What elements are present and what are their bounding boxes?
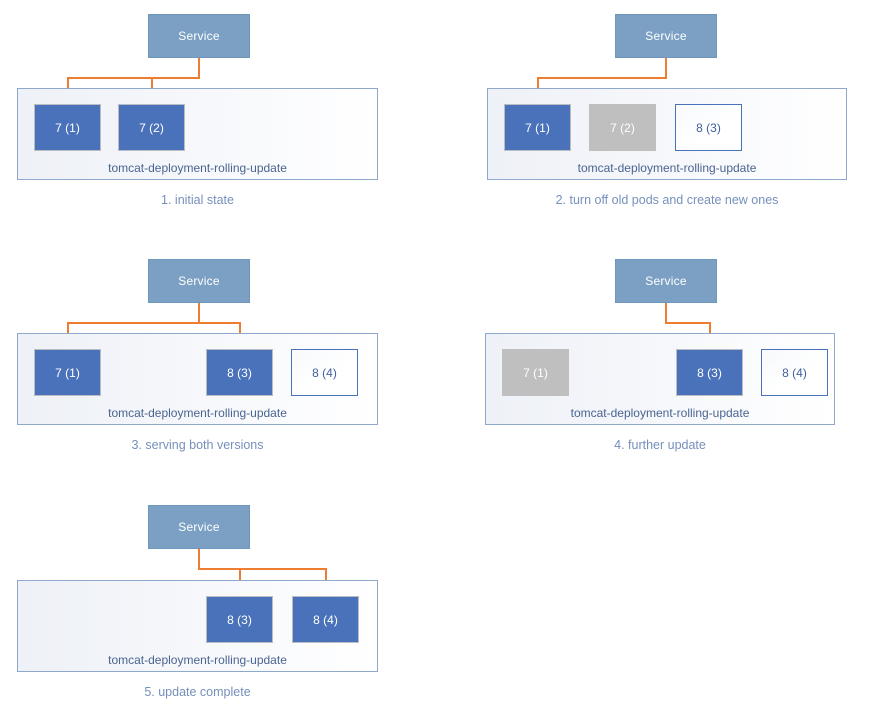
pod-label: 8 (4) [312,365,337,380]
service-node-5[interactable]: Service [148,505,250,549]
panel-caption-1: 1. initial state [161,193,234,207]
pod-label: 8 (4) [782,365,807,380]
pod-label: 7 (1) [55,365,80,380]
pod-label: 8 (4) [313,612,338,627]
service-node-1[interactable]: Service [148,14,250,58]
deployment-name-3: tomcat-deployment-rolling-update [108,406,287,420]
service-node-4[interactable]: Service [615,259,717,303]
panel-caption-4: 4. further update [614,438,706,452]
service-label: Service [645,29,687,43]
pod-7-1[interactable]: 7 (1) [502,349,569,396]
pod-label: 8 (3) [227,612,252,627]
pod-7-1[interactable]: 7 (1) [504,104,571,151]
pod-8-4[interactable]: 8 (4) [761,349,828,396]
deployment-name-5: tomcat-deployment-rolling-update [108,653,287,667]
service-node-2[interactable]: Service [615,14,717,58]
deployment-name-1: tomcat-deployment-rolling-update [108,161,287,175]
service-label: Service [645,274,687,288]
service-node-3[interactable]: Service [148,259,250,303]
deployment-name-2: tomcat-deployment-rolling-update [577,161,757,175]
panel-caption-3: 3. serving both versions [131,438,264,452]
pod-label: 7 (1) [523,365,548,380]
panel-caption-5: 5. update complete [144,685,251,699]
pod-label: 7 (1) [55,120,80,135]
pod-8-3[interactable]: 8 (3) [206,596,273,643]
pod-label: 7 (1) [525,120,550,135]
pod-7-1[interactable]: 7 (1) [34,349,101,396]
service-label: Service [178,520,220,534]
deployment-name-4: tomcat-deployment-rolling-update [570,406,750,420]
panel-caption-2: 2. turn off old pods and create new ones [555,193,779,207]
service-label: Service [178,274,220,288]
pod-label: 7 (2) [610,120,635,135]
service-label: Service [178,29,220,43]
pod-label: 8 (3) [697,365,722,380]
pod-7-2[interactable]: 7 (2) [118,104,185,151]
pod-8-3[interactable]: 8 (3) [675,104,742,151]
pod-label: 7 (2) [139,120,164,135]
pod-8-4[interactable]: 8 (4) [291,349,358,396]
pod-8-3[interactable]: 8 (3) [676,349,743,396]
pod-8-3[interactable]: 8 (3) [206,349,273,396]
pod-7-2[interactable]: 7 (2) [589,104,656,151]
pod-label: 8 (3) [696,120,721,135]
pod-8-4[interactable]: 8 (4) [292,596,359,643]
pod-7-1[interactable]: 7 (1) [34,104,101,151]
pod-label: 8 (3) [227,365,252,380]
